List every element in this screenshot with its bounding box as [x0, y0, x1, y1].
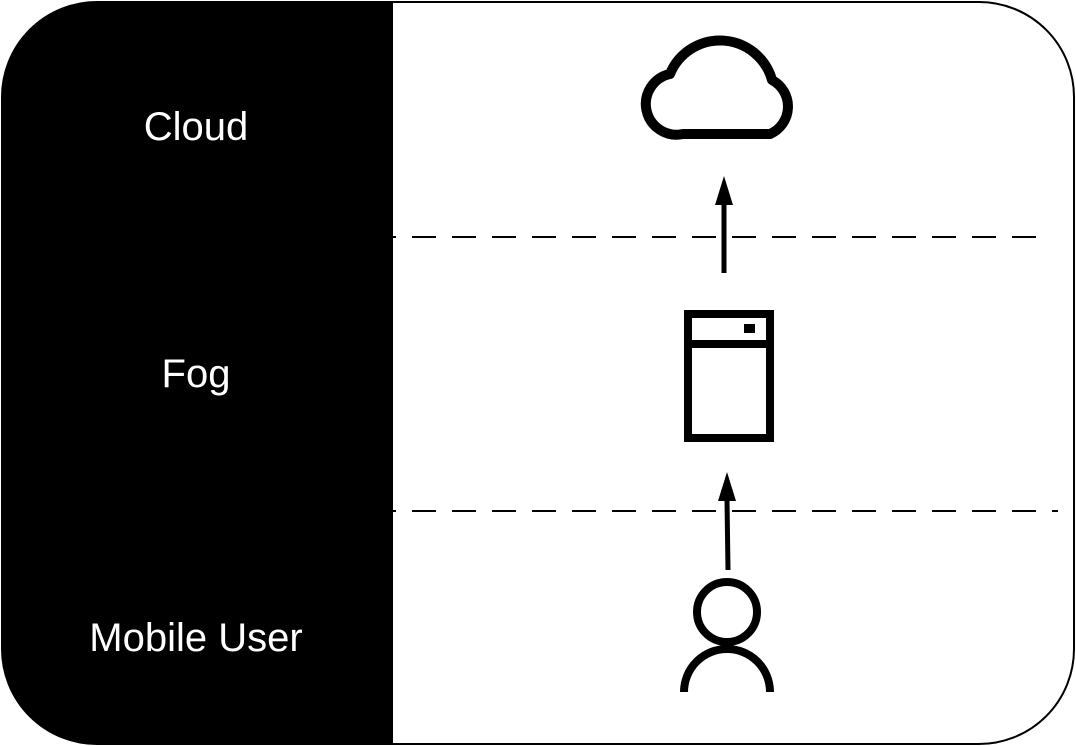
cloud-icon	[640, 35, 793, 140]
layer-sidebar	[2, 2, 393, 744]
arrow-user-to-fog	[718, 472, 736, 571]
user-icon	[680, 578, 774, 693]
cloud-layer-label: Cloud	[144, 105, 249, 149]
server-icon	[684, 310, 774, 442]
fog-layer-label: Fog	[162, 352, 231, 396]
mobile-user-layer-label: Mobile User	[89, 616, 302, 660]
arrow-fog-to-cloud	[715, 176, 733, 273]
